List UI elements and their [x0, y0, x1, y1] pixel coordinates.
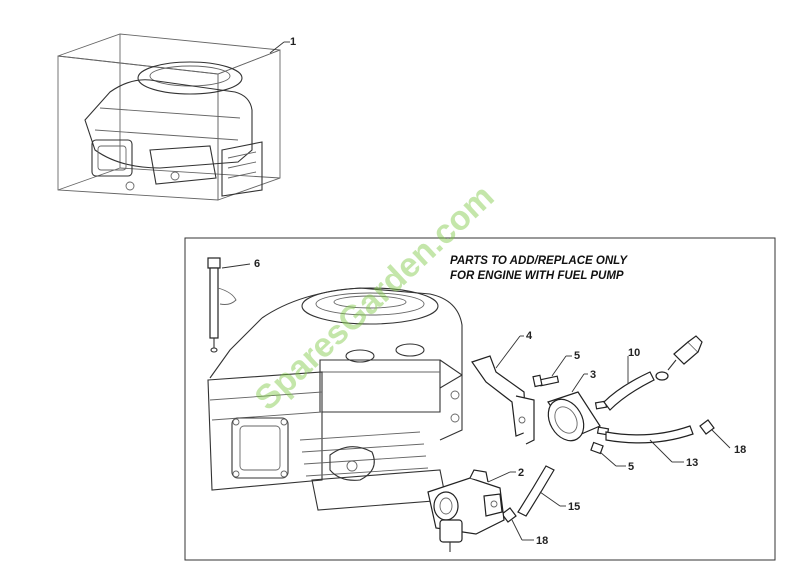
callout-label-5-upper: 5: [574, 350, 580, 362]
watermark: SparesGarden.com: [248, 177, 502, 417]
callout-label-15: 15: [568, 501, 580, 513]
part-15-carb-hose: 15: [517, 465, 580, 517]
callout-label-1: 1: [290, 36, 296, 48]
engine-assembly-box: [57, 33, 281, 201]
part-10-short-hose: 10: [603, 347, 655, 411]
callout-label-6: 6: [254, 258, 260, 270]
part-5-screw-upper: 5: [532, 350, 580, 388]
part-5-screw-lower: 5: [590, 441, 634, 473]
callout-label-3: 3: [590, 369, 596, 381]
part-18-clip-right: 18: [699, 419, 746, 456]
callout-label-13: 13: [686, 457, 698, 469]
fuel-pump-note: PARTS TO ADD/REPLACE ONLY FOR ENGINE WIT…: [450, 255, 628, 282]
part-18-clip-lower: 18: [501, 507, 548, 547]
note-line-1: PARTS TO ADD/REPLACE ONLY: [450, 255, 628, 267]
detail-frame: [184, 237, 776, 561]
callout-1: 1: [269, 36, 296, 54]
callout-label-2: 2: [518, 467, 524, 479]
note-line-2: FOR ENGINE WITH FUEL PUMP: [450, 270, 624, 282]
callout-label-18-right: 18: [734, 444, 746, 456]
callout-label-18-lower: 18: [536, 535, 548, 547]
callout-label-4: 4: [526, 330, 533, 342]
part-4-bracket: 4: [471, 330, 535, 445]
engine-small-drawing: [84, 61, 263, 197]
part-2-carburetor: 2: [427, 467, 524, 552]
part-13-long-hose: 13: [605, 425, 698, 469]
callout-label-5-lower: 5: [628, 461, 634, 473]
engine-large-drawing: [207, 287, 463, 511]
callout-label-10: 10: [628, 347, 640, 359]
part-6-dipstick: 6: [207, 257, 260, 353]
part-3-fuel-pump: 3: [547, 369, 610, 442]
fuel-filter-fitting: [655, 335, 703, 381]
